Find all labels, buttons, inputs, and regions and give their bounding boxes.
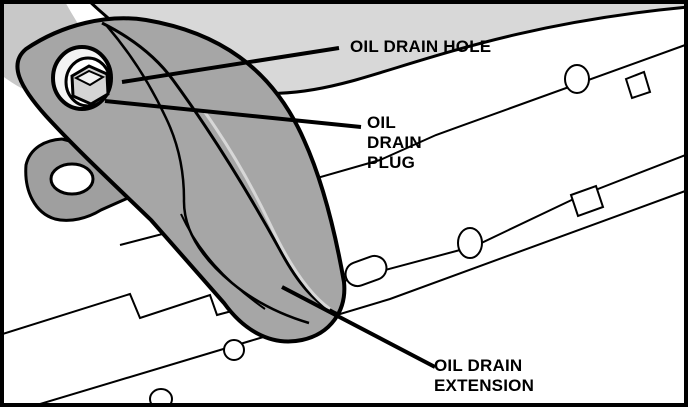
oil-drain-plug-line-1: OIL bbox=[367, 113, 396, 132]
drain-hole-leader bbox=[121, 46, 340, 84]
plate-hole bbox=[457, 227, 483, 259]
square-cutout bbox=[569, 184, 605, 218]
frame-edge-upper bbox=[0, 153, 688, 336]
extension-contour bbox=[180, 213, 266, 310]
oil-drain-plug-line-3: PLUG bbox=[367, 153, 416, 172]
drain-plug-leader bbox=[104, 99, 362, 129]
oil-drain-hole-label: OIL DRAIN HOLE bbox=[350, 37, 491, 57]
plate-hole bbox=[223, 339, 245, 361]
oil-drain-extension-label: OIL DRAIN EXTENSION bbox=[434, 356, 534, 396]
extension-inner-edge bbox=[101, 21, 339, 316]
plate-hole bbox=[149, 388, 173, 407]
oil-drain-plug-label: OIL DRAIN PLUG bbox=[367, 113, 422, 173]
tab-hole bbox=[49, 162, 95, 196]
extension-highlight bbox=[202, 110, 331, 311]
oil-drain-plug-line-2: DRAIN bbox=[367, 133, 422, 152]
square-cutout bbox=[624, 70, 652, 100]
oil-drain-hole-text: OIL DRAIN HOLE bbox=[350, 37, 492, 56]
drain-extension-leader bbox=[281, 285, 436, 369]
oil-drain-extension-line-2: EXTENSION bbox=[434, 376, 535, 395]
extension-channel bbox=[106, 25, 310, 325]
plate-slot bbox=[344, 254, 388, 288]
oil-drain-extension-line-1: OIL DRAIN bbox=[434, 356, 523, 375]
plate-hole bbox=[564, 64, 590, 94]
drain-plug-top bbox=[73, 69, 106, 87]
frame-edge-middle bbox=[379, 43, 688, 161]
